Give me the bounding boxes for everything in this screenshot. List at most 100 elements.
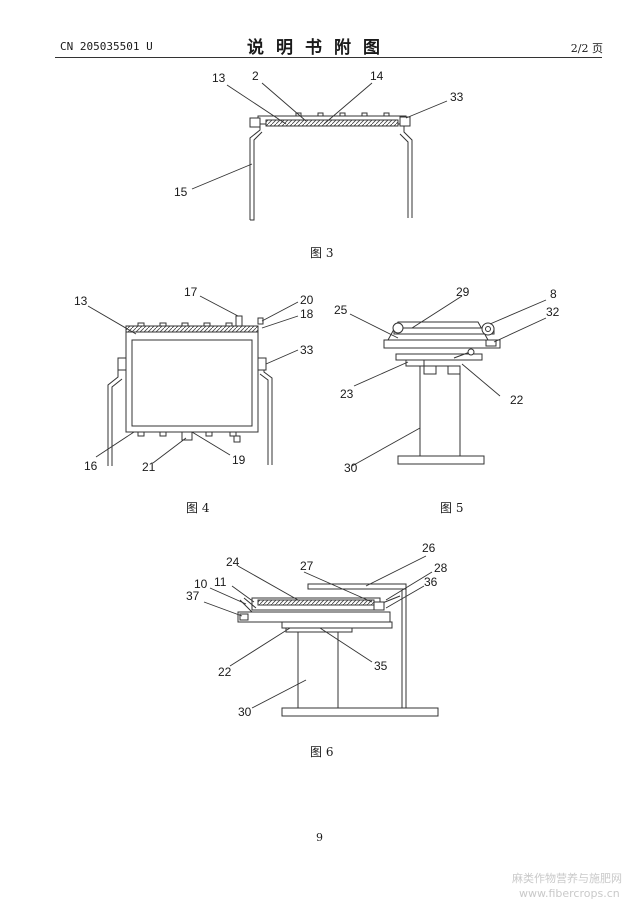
fig6-leader-26	[365, 555, 427, 587]
fig5-leader-29	[411, 295, 463, 329]
fig4-stand-right	[259, 362, 273, 465]
fig5-foot-plate	[397, 455, 485, 465]
fig6-leader-36	[385, 585, 425, 609]
fig5-label-8: 8	[550, 287, 557, 301]
fig5-column-30	[419, 365, 461, 457]
fig3-label-14: 14	[370, 69, 384, 83]
fig5-column-cap-right	[447, 365, 461, 375]
fig4-leader-19	[191, 431, 231, 456]
figure-4: 13 17 20 18 33 16 21 19 图 4	[74, 285, 314, 515]
fig5-base-plate	[395, 353, 483, 361]
fig6-base-plate-22	[281, 621, 393, 629]
fig6-label-22: 22	[218, 665, 232, 679]
fig6-bearing-35	[285, 627, 353, 633]
fig4-bottom-studs	[137, 431, 241, 443]
fig4-box-outer	[125, 331, 259, 433]
fig6-foot-plate	[281, 707, 439, 717]
figure-6: 24 26 27 28 10 11 36 37 22 35 30 图 6	[186, 541, 448, 759]
fig3-leader-2	[261, 82, 307, 122]
fig6-leader-35	[319, 627, 373, 663]
figure-5: 29 8 25 32 23 22 30 图 5	[334, 285, 560, 515]
fig5-label-22: 22	[510, 393, 524, 407]
fig5-label-25: 25	[334, 303, 348, 317]
fig6-leader-28	[385, 571, 433, 601]
fig4-fitting-20	[257, 317, 264, 325]
fig5-leader-8	[489, 299, 547, 325]
fig4-leader-20	[261, 301, 299, 322]
fig5-pin-head	[467, 348, 475, 356]
watermark-url: www.fibercrops.cn	[519, 887, 620, 900]
fig6-label-37: 37	[186, 589, 200, 603]
fig6-leader-37	[203, 601, 243, 617]
fig5-leader-22	[461, 363, 501, 397]
fig3-stand-left	[249, 125, 263, 221]
fig4-leader-18	[261, 315, 299, 329]
fig6-label-26: 26	[422, 541, 436, 555]
fig5-label-32: 32	[546, 305, 560, 319]
section-title: 说明书附图	[247, 38, 392, 58]
fig3-leader-13	[226, 84, 287, 125]
fig6-leader-30	[251, 679, 307, 709]
fig6-label-28: 28	[434, 561, 448, 575]
fig6-label-35: 35	[374, 659, 388, 673]
fig5-belt	[393, 327, 495, 335]
fig5-leader-25	[349, 313, 399, 339]
fig4-pipe-17	[235, 315, 243, 327]
page-number: 9	[316, 831, 323, 844]
fig5-top-plate	[383, 339, 501, 349]
fig6-caption: 图 6	[310, 745, 333, 759]
fig4-label-16: 16	[84, 459, 98, 473]
fig4-label-18: 18	[300, 307, 314, 321]
fig4-top-studs	[137, 322, 233, 327]
fig4-box-inner	[131, 339, 253, 427]
fig3-label-15: 15	[174, 185, 188, 199]
fig4-right-clip	[257, 357, 267, 371]
fig4-leader-33	[265, 349, 299, 365]
fig6-label-36: 36	[424, 575, 438, 589]
fig5-pin-22	[453, 351, 471, 359]
fig3-label-2: 2	[252, 69, 259, 83]
fig6-clip-37	[239, 613, 249, 621]
header-divider	[55, 57, 602, 58]
fig3-label-33: 33	[450, 90, 464, 104]
fig6-lower-plate	[237, 611, 391, 623]
publication-number: CN 205035501 U	[60, 40, 153, 53]
fig3-stand-right	[399, 125, 413, 218]
fig4-label-13: 13	[74, 294, 88, 308]
fig5-roller-8	[481, 322, 495, 336]
fig6-label-27: 27	[300, 559, 314, 573]
fig6-block-36	[373, 601, 385, 611]
fig6-leader-10	[209, 587, 247, 605]
fig3-leader-33	[405, 100, 448, 119]
watermark-text: 麻类作物营养与施肥网	[512, 871, 622, 885]
fig4-stand-left	[107, 360, 123, 466]
fig3-top-studs	[295, 112, 390, 117]
fig5-roller-8-hub	[485, 326, 491, 332]
fig4-label-33: 33	[300, 343, 314, 357]
fig4-label-19: 19	[232, 453, 246, 467]
fig3-right-clip	[399, 116, 411, 127]
fig6-frame-top	[307, 583, 407, 590]
fig4-left-clip	[117, 357, 127, 371]
fig4-caption: 图 4	[186, 501, 210, 515]
fig6-label-10: 10	[194, 577, 208, 591]
fig5-plate-32	[485, 339, 497, 347]
fig6-label-11: 11	[214, 575, 227, 589]
fig3-label-13: 13	[212, 71, 226, 85]
fig5-label-29: 29	[456, 285, 470, 299]
fig6-leader-11	[231, 585, 255, 603]
fig5-leader-23	[353, 361, 409, 387]
fig5-block-23	[405, 359, 425, 367]
fig5-roller-29	[392, 322, 404, 334]
fig4-label-20: 20	[300, 293, 314, 307]
page-indicator: 2/2 页	[570, 42, 603, 55]
fig4-leader-16	[95, 431, 135, 458]
fig5-leader-32	[493, 317, 547, 343]
fig3-leader-15	[191, 163, 253, 190]
fig4-leader-17	[199, 295, 239, 317]
fig3-hatched-layer	[265, 119, 399, 127]
fig5-label-23: 23	[340, 387, 354, 401]
figure-3: 13 2 14 33 15 图 3	[174, 69, 464, 260]
fig3-left-clip	[249, 117, 261, 128]
